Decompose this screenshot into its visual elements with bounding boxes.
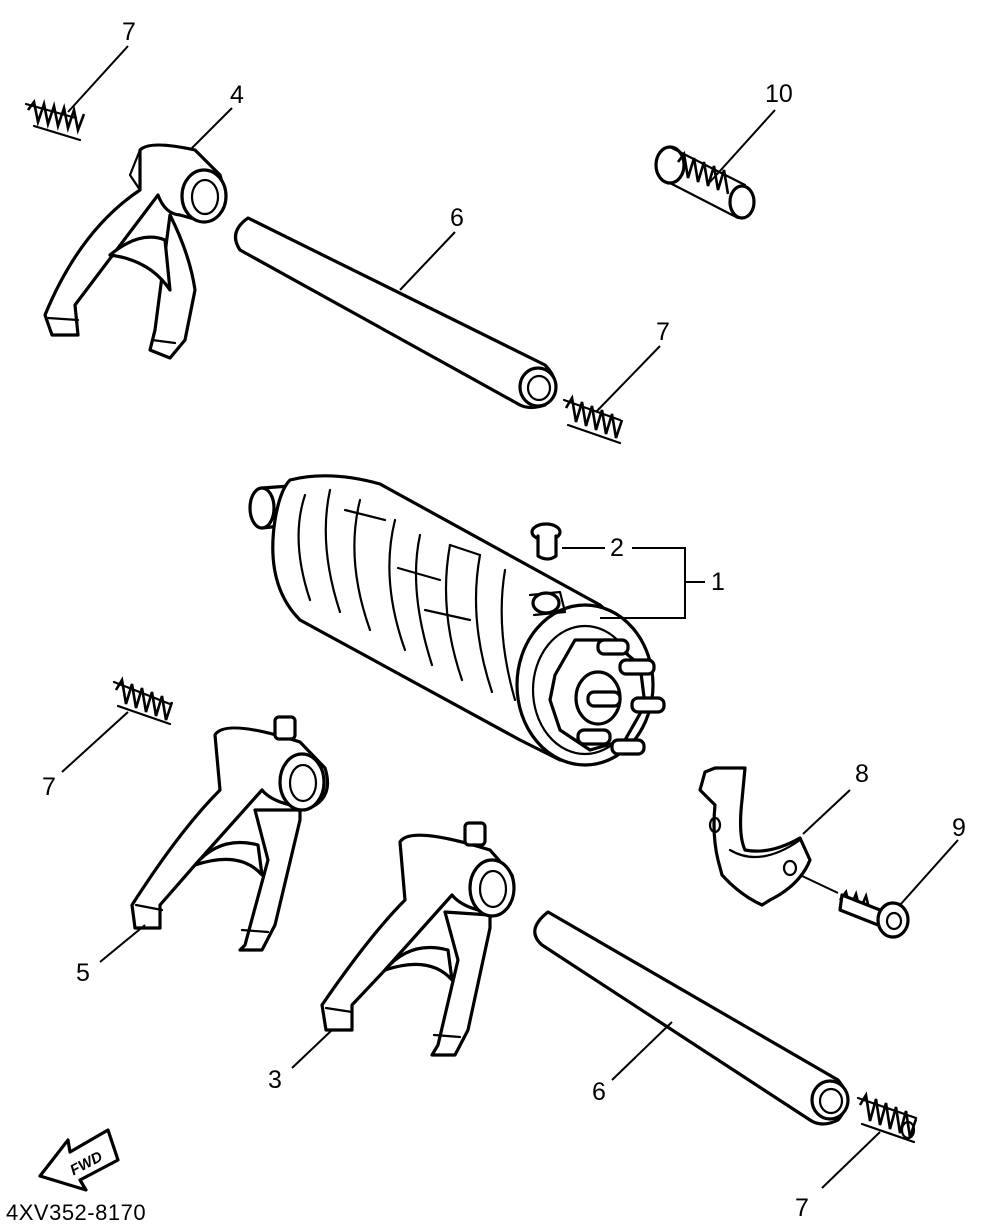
bolt-axis-line <box>799 874 839 894</box>
drum-pin-small <box>530 522 562 561</box>
guide-bar-bottom <box>533 910 850 1126</box>
callout-spring-top-right: 10 <box>765 80 793 108</box>
callout-bolt: 9 <box>952 814 966 842</box>
diagram-code: 4XV352-8170 <box>6 1200 146 1225</box>
drum-pins <box>576 638 666 756</box>
shift-fork-center <box>320 821 516 1057</box>
shift-fork-left <box>130 715 330 952</box>
leader-spring-top-left <box>67 45 129 113</box>
leader-fork-left <box>99 924 146 963</box>
leader-bolt <box>899 839 959 906</box>
callout-drum-assembly: 1 <box>711 568 725 596</box>
leader-spring-top-right <box>709 109 776 183</box>
spring-mid-left <box>112 676 174 726</box>
spring-mid-right <box>562 394 624 445</box>
callout-guide-bar-top: 6 <box>450 204 464 232</box>
callout-fork-top-left: 4 <box>230 81 244 109</box>
spring-top-right <box>654 145 756 220</box>
stopper-plate <box>698 766 812 907</box>
forward-arrow-icon: FWD <box>38 1128 120 1192</box>
callout-spring-mid-left: 7 <box>42 773 56 801</box>
callout-spring-bottom-right: 7 <box>795 1194 809 1222</box>
callout-stopper-plate: 8 <box>855 760 869 788</box>
leader-fork-top-left <box>189 107 233 151</box>
leader-fork-center <box>291 1029 333 1069</box>
callout-spring-mid-right: 7 <box>656 318 670 346</box>
shift-drum-assembly <box>248 474 666 767</box>
spring-bottom-right <box>856 1091 918 1144</box>
leader-guide-bar-top <box>399 231 456 291</box>
guide-bar-top <box>233 216 558 410</box>
callout-guide-bar-bottom: 6 <box>592 1078 606 1106</box>
bolt <box>799 874 910 939</box>
leader-stopper-plate <box>802 789 851 835</box>
callout-spring-top-left: 7 <box>122 18 136 46</box>
leader-spring-mid-right <box>595 345 661 413</box>
callout-fork-left: 5 <box>76 959 90 987</box>
leader-spring-mid-left <box>61 711 129 773</box>
callout-fork-center: 3 <box>268 1066 282 1094</box>
leader-guide-bar-bottom <box>611 1021 673 1081</box>
spring-top-left <box>24 98 86 142</box>
callout-pin: 2 <box>610 534 624 562</box>
shift-fork-top-left <box>43 143 228 360</box>
leader-spring-bottom-right <box>821 1131 881 1189</box>
